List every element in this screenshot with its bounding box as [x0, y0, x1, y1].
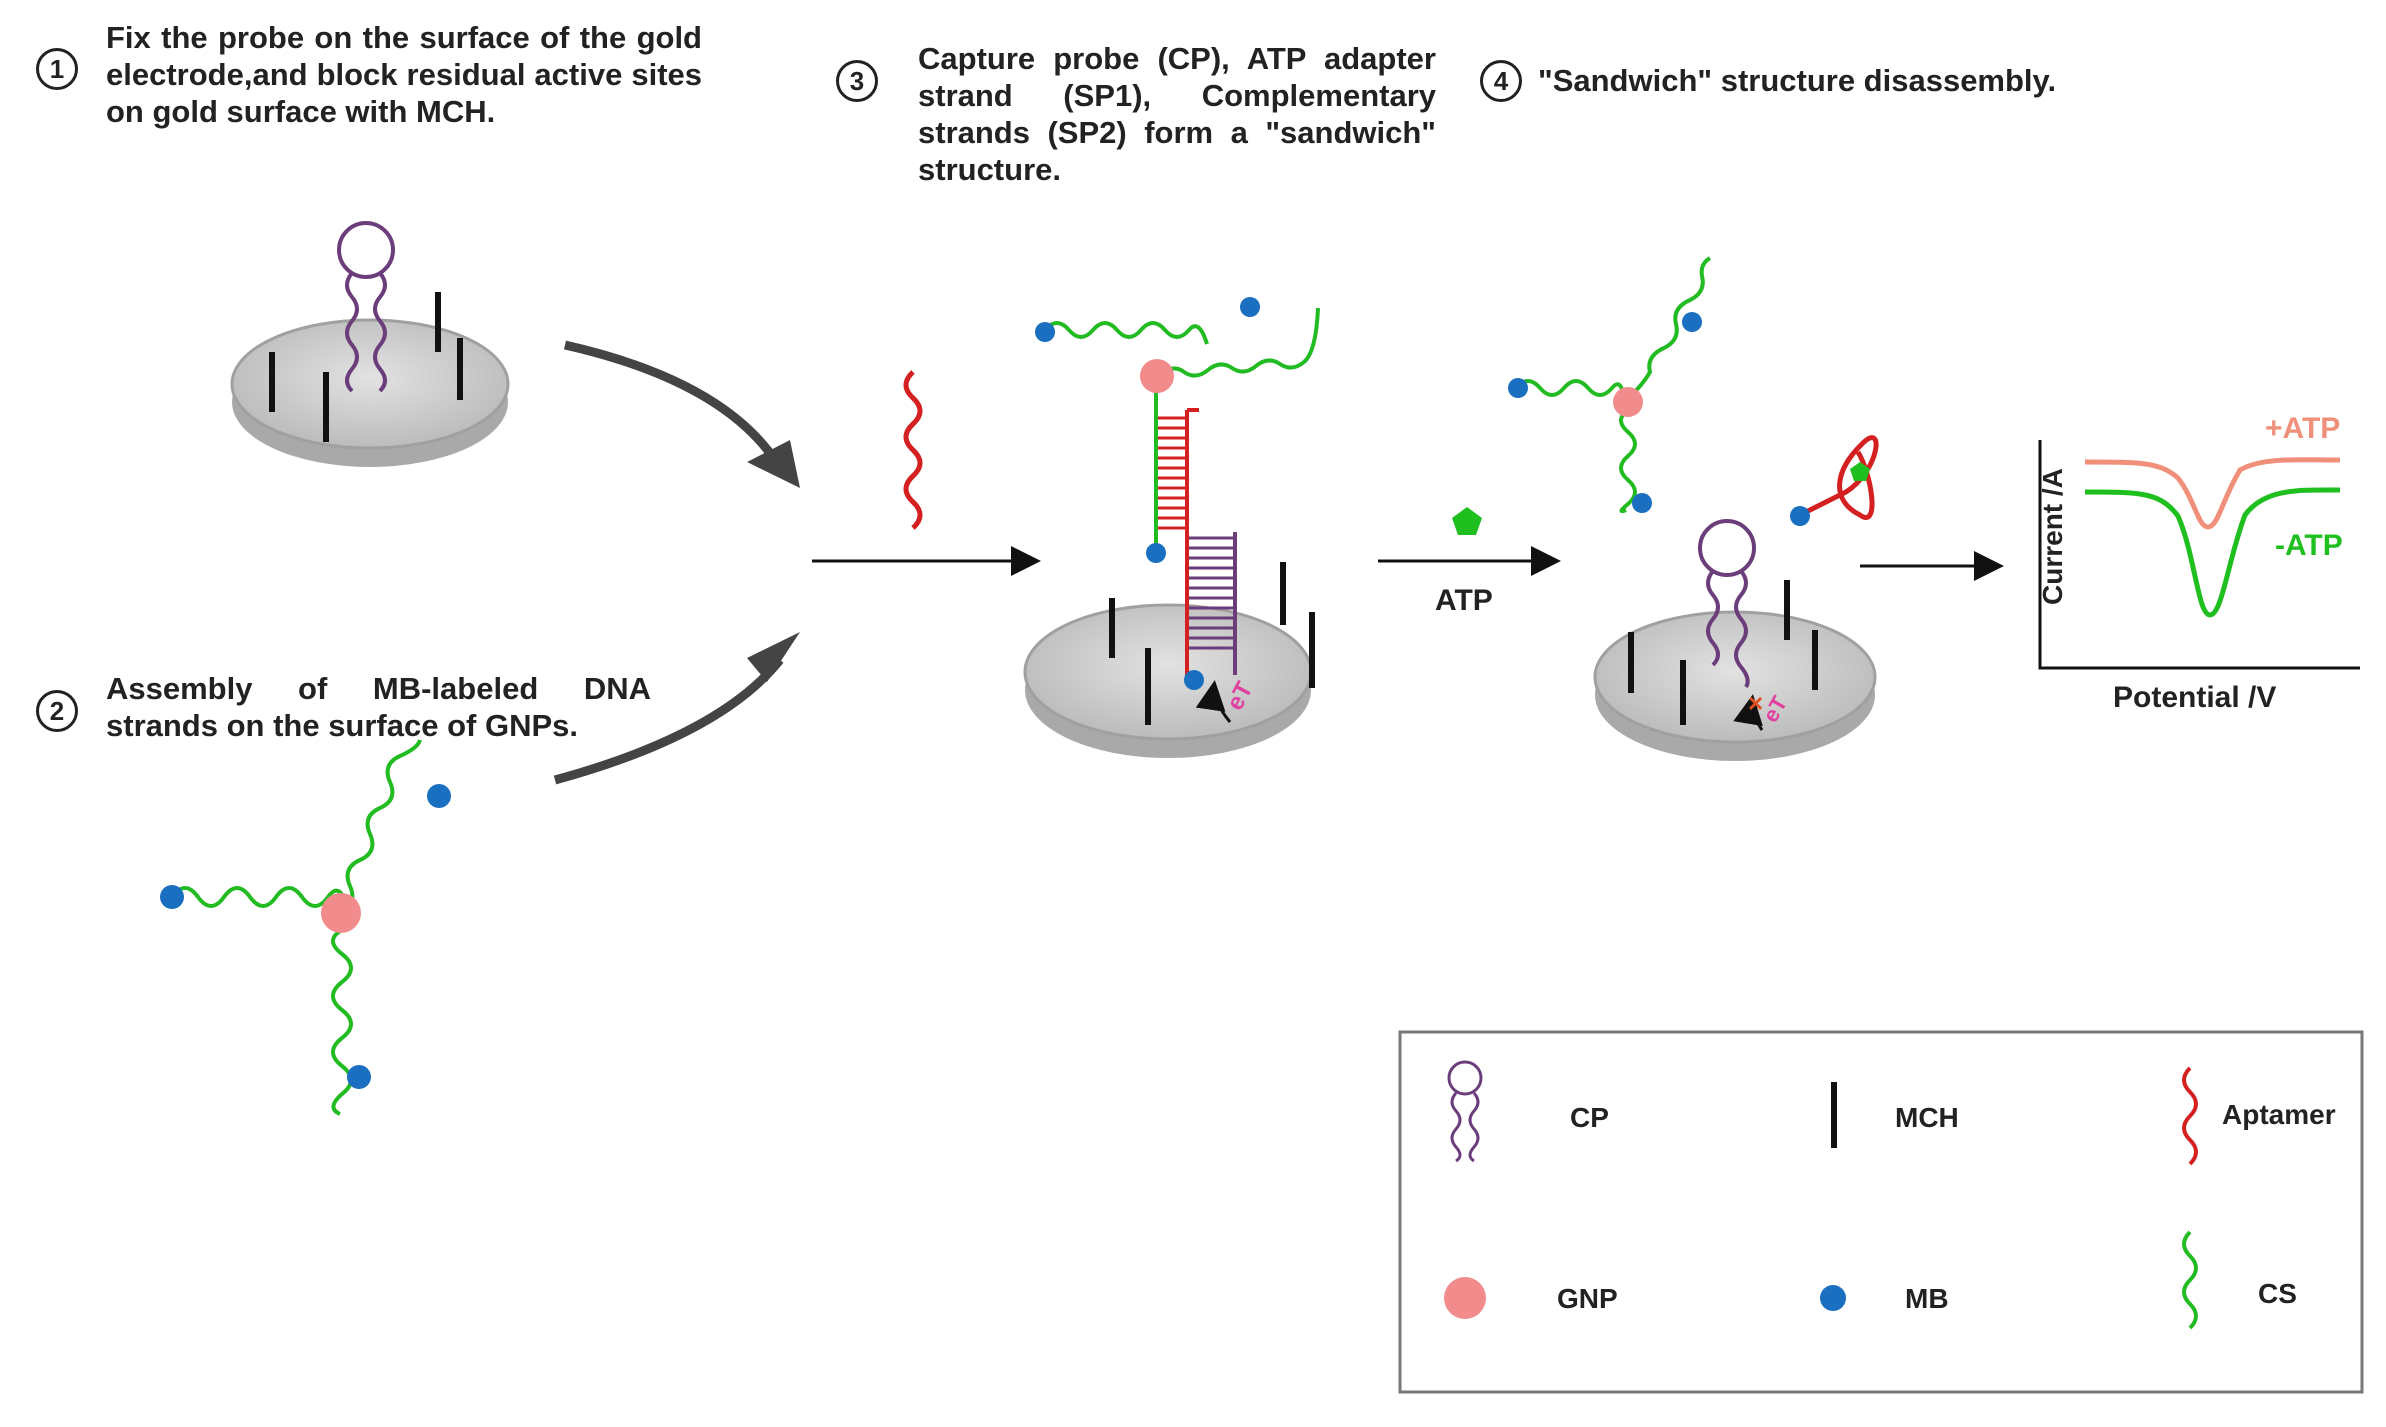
- legend-mb-icon: [1820, 1285, 1846, 1311]
- mb-label: [1184, 670, 1204, 690]
- mb-label: [427, 784, 451, 808]
- mb-label: [1632, 493, 1652, 513]
- voltammogram: +ATP -ATP Current /A Potential /V: [2037, 412, 2360, 714]
- legend-gnp-icon: [1444, 1277, 1486, 1319]
- aptamer-atp-complex: [1790, 435, 1879, 526]
- gnp-particle: [1613, 387, 1643, 417]
- x-axis-label: Potential /V: [2113, 681, 2276, 714]
- legend-cp-icon: [1447, 1060, 1483, 1163]
- legend-aptamer-icon: [2182, 1066, 2198, 1166]
- capture-probe: [1698, 519, 1756, 689]
- step-1-number: 1: [36, 48, 78, 90]
- released-gnp-probe: [1508, 256, 1712, 514]
- graph-axes: [2038, 440, 2360, 670]
- mb-label: [1035, 322, 1055, 342]
- mb-label: [1146, 543, 1166, 563]
- mb-label: [1682, 312, 1702, 332]
- sandwich-structure: eT: [1035, 297, 1320, 723]
- legend-label-aptamer: Aptamer: [2222, 1099, 2336, 1130]
- electron-transfer-arrow: [1195, 680, 1232, 723]
- electrode-4: × eT: [1593, 519, 1877, 761]
- step-3-text: Capture probe (CP), ATP adapter strand (…: [918, 41, 1436, 187]
- legend-label-cs: CS: [2258, 1278, 2297, 1309]
- legend-label-mb: MB: [1905, 1283, 1949, 1314]
- plus-atp-curve: [2084, 457, 2341, 530]
- atp-molecule: [1850, 462, 1870, 481]
- legend-label-cp: CP: [1570, 1102, 1609, 1133]
- curved-arrow-from-step-1: [564, 340, 800, 488]
- atp-molecule: [1452, 507, 1482, 535]
- mb-label: [1790, 506, 1810, 526]
- mb-label: [347, 1065, 371, 1089]
- blocked-electron-transfer: [1733, 694, 1764, 731]
- step-4-text: "Sandwich" structure disassembly.: [1538, 63, 2057, 98]
- legend-label-mch: MCH: [1895, 1102, 1959, 1133]
- gnp-probe-step-2: [170, 739, 422, 1116]
- atp-label: ATP: [1435, 584, 1493, 617]
- y-axis-label: Current /A: [2037, 468, 2068, 605]
- minus-atp-label: -ATP: [2275, 529, 2343, 562]
- gnp-particle: [1140, 359, 1174, 393]
- step-3-number: 3: [836, 60, 878, 102]
- gold-electrode-surface: [1593, 610, 1877, 744]
- blocked-mark: ×: [1748, 688, 1763, 718]
- aptamer-strand: [903, 370, 923, 530]
- sandwich-electrode: [1023, 562, 1315, 758]
- plus-atp-label: +ATP: [2265, 412, 2340, 445]
- step-4-number: 4: [1480, 60, 1522, 102]
- legend-label-gnp: GNP: [1557, 1283, 1618, 1314]
- capture-probe: [337, 221, 395, 393]
- minus-atp-curve: [2084, 487, 2341, 618]
- gnp-particle: [321, 893, 361, 933]
- mb-label: [1508, 378, 1528, 398]
- legend: CP MCH Aptamer GNP MB CS: [1398, 1030, 2364, 1394]
- legend-box: [1398, 1030, 2364, 1394]
- gold-electrode-surface: [1023, 603, 1313, 741]
- step-2-text: Assembly of MB-labeled DNA strands on th…: [106, 671, 651, 743]
- step-1-text: Fix the probe on the surface of the gold…: [106, 20, 702, 129]
- electrode-1: [230, 221, 510, 467]
- legend-cs-icon: [2182, 1230, 2198, 1330]
- mb-label: [1240, 297, 1260, 317]
- step-2-number: 2: [36, 690, 78, 732]
- mb-label: [160, 885, 184, 909]
- curved-arrow-from-step-2: [553, 632, 800, 785]
